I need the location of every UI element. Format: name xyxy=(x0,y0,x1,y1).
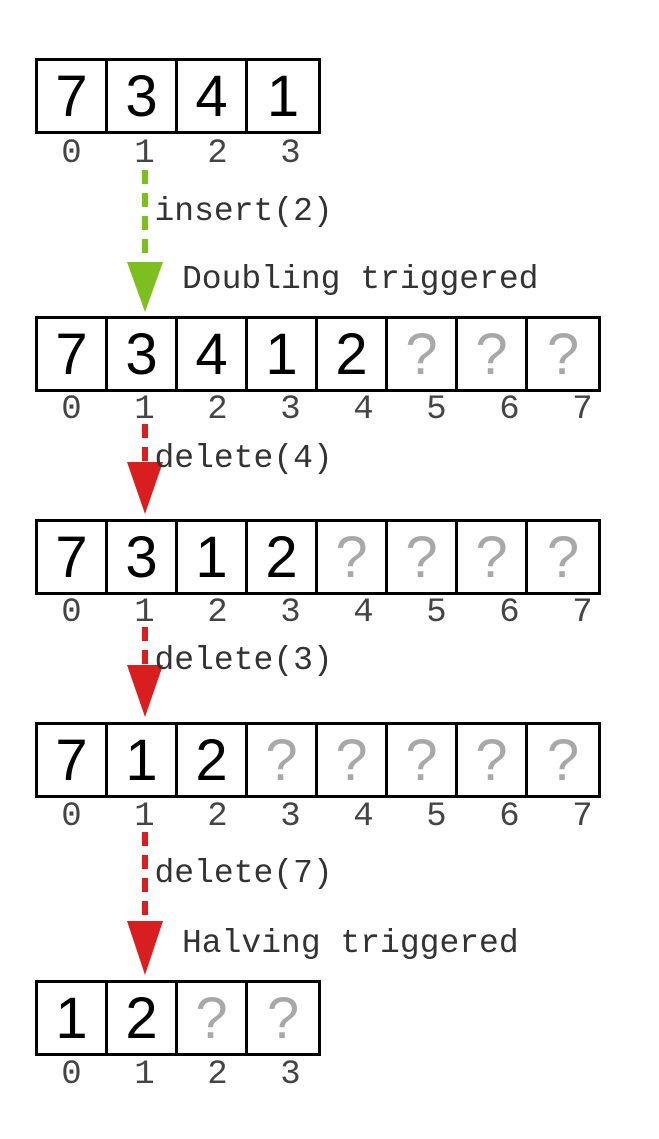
index-label: 5 xyxy=(426,594,447,632)
array-cell: 1 xyxy=(248,319,318,389)
array-cell: 2 xyxy=(178,725,248,795)
delete-arrow xyxy=(126,627,163,717)
array-cell: 3 xyxy=(108,522,178,592)
index-label: 4 xyxy=(353,391,374,429)
index-label: 6 xyxy=(499,798,520,836)
index-row-1: 0 1 2 3 4 5 6 7 xyxy=(35,393,619,427)
array-cell: ? xyxy=(458,319,528,389)
index-label: 7 xyxy=(572,798,593,836)
resize-note: Halving triggered xyxy=(182,925,519,962)
array-cell: ? xyxy=(388,319,458,389)
index-label: 6 xyxy=(499,391,520,429)
array-cell: 4 xyxy=(178,319,248,389)
array-cell: ? xyxy=(458,522,528,592)
index-label: 0 xyxy=(61,135,82,173)
arrow-head xyxy=(126,921,163,975)
array-cell: 2 xyxy=(318,319,388,389)
operation-label: delete(7) xyxy=(154,855,333,892)
index-row-0: 0 1 2 3 xyxy=(35,137,327,171)
operation-label: insert(2) xyxy=(154,193,333,230)
index-label: 4 xyxy=(353,798,374,836)
array-cell: 1 xyxy=(108,725,178,795)
operation-label: delete(4) xyxy=(154,440,333,477)
operation-label: delete(3) xyxy=(154,642,333,679)
index-label: 2 xyxy=(207,1056,228,1094)
array-cell: ? xyxy=(388,725,458,795)
index-label: 2 xyxy=(207,391,228,429)
index-label: 1 xyxy=(134,798,155,836)
array-cell: 7 xyxy=(38,61,108,131)
index-label: 2 xyxy=(207,135,228,173)
index-label: 1 xyxy=(134,391,155,429)
arrow-head xyxy=(126,665,163,717)
index-label: 0 xyxy=(61,594,82,632)
index-label: 6 xyxy=(499,594,520,632)
array-cell: 2 xyxy=(108,983,178,1053)
array-cell: ? xyxy=(546,727,580,793)
array-cell: ? xyxy=(546,524,580,590)
array-cell: 2 xyxy=(248,522,318,592)
index-row-2: 0 1 2 3 4 5 6 7 xyxy=(35,596,619,630)
index-label: 2 xyxy=(207,594,228,632)
array-cell: 7 xyxy=(38,319,108,389)
index-label: 0 xyxy=(61,1056,82,1094)
index-label: 1 xyxy=(134,594,155,632)
array-cell: 1 xyxy=(178,522,248,592)
delete-arrow xyxy=(126,832,163,975)
index-label: 7 xyxy=(572,594,593,632)
array-cell: 1 xyxy=(38,983,108,1053)
index-label: 3 xyxy=(280,391,301,429)
array-cell: 4 xyxy=(178,61,248,131)
index-label: 3 xyxy=(280,798,301,836)
index-row-3: 0 1 2 3 4 5 6 7 xyxy=(35,800,619,834)
index-label: 5 xyxy=(426,798,447,836)
resize-note: Doubling triggered xyxy=(182,261,539,298)
index-label: 0 xyxy=(61,391,82,429)
array-cell: ? xyxy=(388,522,458,592)
insert-arrow xyxy=(126,170,163,312)
array-cell: 1 xyxy=(266,63,300,129)
array-cell: ? xyxy=(318,725,388,795)
arrow-head xyxy=(126,462,163,514)
array-cell: ? xyxy=(266,985,300,1051)
array-cell: ? xyxy=(248,725,318,795)
arrow-head xyxy=(126,262,163,312)
array-cell: ? xyxy=(318,522,388,592)
array-cell: 3 xyxy=(108,61,178,131)
index-label: 1 xyxy=(134,135,155,173)
index-label: 4 xyxy=(353,594,374,632)
index-label: 2 xyxy=(207,798,228,836)
index-row-4: 0 1 2 3 xyxy=(35,1058,327,1092)
array-cell: 7 xyxy=(38,522,108,592)
array-cell: ? xyxy=(546,321,580,387)
index-label: 5 xyxy=(426,391,447,429)
index-label: 3 xyxy=(280,1056,301,1094)
index-label: 0 xyxy=(61,798,82,836)
array-cell: ? xyxy=(178,983,248,1053)
array-cell: 7 xyxy=(38,725,108,795)
index-label: 3 xyxy=(280,594,301,632)
delete-arrow xyxy=(126,424,163,514)
index-label: 3 xyxy=(280,135,301,173)
index-label: 7 xyxy=(572,391,593,429)
array-cell: 3 xyxy=(108,319,178,389)
array-cell: ? xyxy=(458,725,528,795)
index-label: 1 xyxy=(134,1056,155,1094)
